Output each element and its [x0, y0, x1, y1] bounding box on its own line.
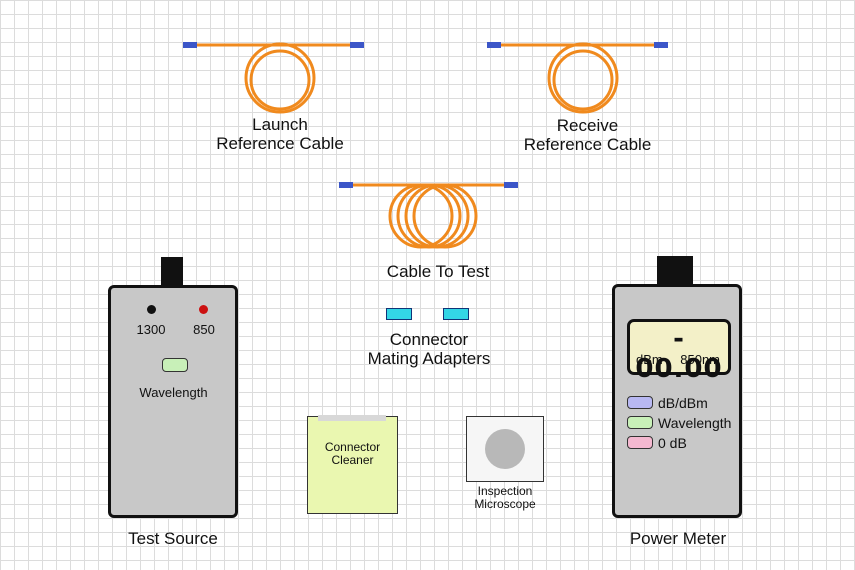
power-meter-device: - 00.00 dBm 850nm dB/dBm Wavelength 0 dB — [612, 284, 742, 518]
adapters-label-line2: Mating Adapters — [367, 348, 491, 368]
mating-adapter-1 — [386, 308, 412, 320]
db-dbm-label: dB/dBm — [658, 394, 708, 411]
adapters-label-line1: Connector — [389, 330, 469, 349]
wavelength-850-label: 850 — [193, 322, 215, 337]
cleaner-label-line1: Connector — [324, 440, 381, 454]
cleaner-label: Connector Cleaner — [308, 440, 397, 468]
launch-cable-label-line1: Launch — [252, 115, 308, 134]
microscope-label-line2: Microscope — [474, 497, 536, 512]
connector-right — [350, 42, 364, 48]
db-dbm-button[interactable] — [627, 396, 653, 410]
meter-wavelength-label: Wavelength — [658, 414, 732, 431]
meter-wavelength-control: Wavelength — [627, 414, 732, 431]
power-meter-display: - 00.00 dBm 850nm — [627, 319, 731, 384]
connector-cleaner: Connector Cleaner — [307, 415, 398, 514]
power-meter-label: Power Meter — [629, 529, 727, 548]
connector-left — [339, 182, 353, 188]
launch-cable-label-line2: Reference Cable — [216, 133, 344, 153]
receive-cable-label-line2: Reference Cable — [523, 134, 652, 154]
microscope-label: Inspection Microscope — [460, 484, 550, 512]
led-850-indicator — [199, 305, 208, 314]
connector-left — [183, 42, 197, 48]
connector-right — [654, 42, 668, 48]
launch-reference-cable — [183, 42, 364, 114]
led-1300-indicator — [147, 305, 156, 314]
power-meter-port — [657, 256, 693, 284]
test-source-label: Test Source — [128, 529, 218, 548]
zero-db-control: 0 dB — [627, 434, 687, 451]
power-reading: - 00.00 — [635, 324, 723, 384]
inspection-microscope — [466, 416, 544, 482]
wavelength-1300-label: 1300 — [136, 322, 166, 337]
meter-wavelength-button[interactable] — [627, 416, 653, 430]
cable-to-test — [339, 182, 518, 249]
connector-left — [487, 42, 501, 48]
connector-right — [504, 182, 518, 188]
receive-cable-label-line1: Receive — [556, 116, 619, 135]
launch-cable-label: Launch Reference Cable — [200, 115, 360, 153]
adapters-label: Connector Mating Adapters — [350, 330, 508, 368]
power-wavelength: 850nm — [680, 352, 720, 367]
zero-db-label: 0 dB — [658, 434, 687, 451]
microscope-label-line1: Inspection — [477, 484, 533, 498]
source-wavelength-button[interactable] — [162, 358, 188, 372]
receive-reference-cable — [487, 42, 668, 114]
db-dbm-control: dB/dBm — [627, 394, 708, 411]
microscope-lens — [485, 429, 525, 469]
test-source-device: 1300 850 Wavelength — [108, 285, 238, 518]
mating-adapter-2 — [443, 308, 469, 320]
receive-cable-label: Receive Reference Cable — [505, 116, 670, 154]
source-wavelength-label: Wavelength — [139, 385, 208, 400]
zero-db-button[interactable] — [627, 436, 653, 450]
cleaner-label-line2: Cleaner — [331, 453, 374, 468]
power-unit: dBm — [636, 352, 663, 367]
cable-to-test-label: Cable To Test — [386, 262, 490, 281]
cleaner-lid — [318, 415, 386, 421]
test-source-port — [161, 257, 183, 285]
